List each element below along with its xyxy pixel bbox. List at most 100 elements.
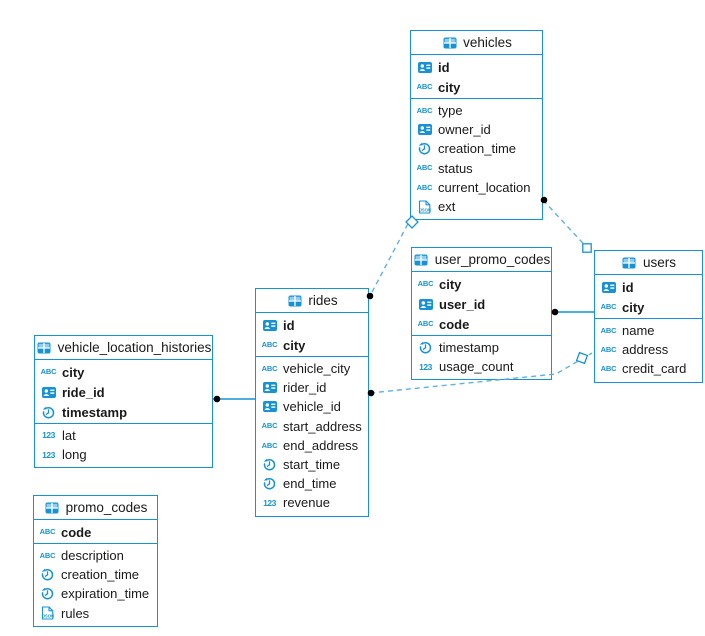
- column-row: ABC city: [35, 362, 212, 382]
- column-name: city: [283, 337, 306, 353]
- column-name: timestamp: [439, 340, 499, 356]
- column-name: start_address: [283, 418, 362, 434]
- table-node-user_promo_codes[interactable]: user_promo_codes ABC city user_id ABC co…: [411, 247, 552, 381]
- time-icon: [261, 477, 278, 491]
- number-icon: 123: [263, 497, 276, 508]
- uuid-icon: [416, 123, 433, 137]
- uuid-icon: [40, 385, 57, 399]
- text-icon: ABC: [40, 367, 57, 377]
- column-row: ABC status: [411, 159, 542, 178]
- table-node-promo_codes[interactable]: promo_codes ABC code ABC description cre…: [33, 495, 158, 627]
- time-icon: [39, 568, 56, 582]
- text-icon: ABC: [416, 82, 433, 92]
- column-row: ABC end_address: [256, 436, 368, 455]
- column-name: ext: [438, 199, 456, 215]
- text-icon: ABC: [416, 163, 433, 173]
- column-row: 123 long: [35, 445, 212, 464]
- number-icon: 123: [42, 449, 55, 460]
- text-icon: ABC: [417, 319, 434, 329]
- time-icon: [261, 458, 278, 472]
- table-title: vehicle_location_histories: [57, 339, 212, 355]
- relationship-user_promo_codes-users: [551, 308, 594, 316]
- number-icon: 123: [42, 430, 55, 441]
- column-name: city: [438, 79, 461, 95]
- column-name: code: [61, 524, 92, 540]
- text-icon: ABC: [261, 440, 278, 450]
- column-row: rider_id: [256, 378, 368, 397]
- pk-section: ABC city ride_id timestamp: [35, 360, 212, 424]
- table-node-rides[interactable]: rides id ABC city ABC vehicle_city rider…: [255, 288, 369, 517]
- table-node-vehicle_location_histories[interactable]: vehicle_location_histories ABC city ride…: [34, 335, 213, 469]
- column-name: usage_count: [439, 359, 514, 375]
- column-row: id: [595, 277, 702, 297]
- columns-section: timestamp 123 usage_count: [412, 336, 551, 379]
- table-icon: [286, 294, 303, 308]
- table-node-users[interactable]: users id ABC city ABC name ABC address A…: [594, 250, 703, 383]
- column-name: owner_id: [438, 122, 491, 138]
- time-icon: [39, 587, 56, 601]
- column-row: ride_id: [35, 382, 212, 402]
- table-title: rides: [308, 292, 338, 308]
- column-row: id: [256, 315, 368, 335]
- column-row: owner_id: [411, 120, 542, 139]
- column-row: expiration_time: [34, 584, 157, 603]
- table-header: vehicle_location_histories: [35, 336, 212, 360]
- column-row: ABC type: [411, 101, 542, 120]
- column-name: start_time: [283, 457, 341, 473]
- column-name: description: [61, 548, 124, 564]
- table-title: users: [642, 254, 676, 270]
- column-name: creation_time: [61, 567, 140, 583]
- column-name: ride_id: [62, 384, 105, 400]
- column-name: timestamp: [62, 404, 128, 420]
- column-row: start_time: [256, 455, 368, 474]
- dot-marker: [213, 395, 221, 403]
- table-icon: [413, 253, 430, 267]
- diamond-marker: [575, 351, 589, 365]
- table-icon: [36, 341, 53, 355]
- pk-section: ABC city user_id ABC code: [412, 272, 551, 336]
- column-row: JSON rules: [34, 604, 157, 623]
- column-name: name: [622, 323, 655, 339]
- column-name: rider_id: [283, 380, 327, 396]
- table-header: user_promo_codes: [412, 248, 551, 272]
- column-name: id: [622, 279, 634, 295]
- columns-section: ABC name ABC address ABC credit_card: [595, 319, 702, 382]
- table-header: users: [595, 251, 702, 275]
- column-name: current_location: [438, 179, 531, 195]
- column-name: revenue: [283, 495, 330, 511]
- uuid-icon: [417, 297, 434, 311]
- table-title: user_promo_codes: [434, 251, 551, 267]
- table-icon: [621, 256, 638, 270]
- text-icon: ABC: [261, 363, 278, 373]
- column-row: creation_time: [34, 565, 157, 584]
- column-row: ABC code: [34, 522, 157, 542]
- column-row: timestamp: [412, 338, 551, 357]
- uuid-icon: [416, 60, 433, 74]
- column-row: vehicle_id: [256, 397, 368, 416]
- table-node-vehicles[interactable]: vehicles id ABC city ABC type owner_id c…: [410, 30, 543, 221]
- uuid-icon: [600, 280, 617, 294]
- text-icon: ABC: [417, 279, 434, 289]
- table-icon: [441, 36, 458, 50]
- column-name: status: [438, 160, 473, 176]
- text-icon: ABC: [416, 105, 433, 115]
- json-icon: JSON: [39, 606, 56, 620]
- column-row: ABC city: [256, 335, 368, 355]
- column-name: vehicle_id: [283, 399, 341, 415]
- column-name: city: [622, 299, 645, 315]
- column-row: ABC address: [595, 340, 702, 359]
- time-icon: [40, 405, 57, 419]
- column-row: user_id: [412, 294, 551, 314]
- pk-section: ABC code: [34, 520, 157, 544]
- pk-section: id ABC city: [595, 275, 702, 319]
- column-row: ABC description: [34, 546, 157, 565]
- column-name: creation_time: [438, 141, 517, 157]
- number-icon: 123: [419, 361, 432, 372]
- table-header: promo_codes: [34, 496, 157, 520]
- column-row: ABC city: [412, 274, 551, 294]
- column-name: end_address: [283, 437, 359, 453]
- time-icon: [416, 142, 433, 156]
- table-header: rides: [256, 289, 368, 313]
- columns-section: ABC type owner_id creation_time ABC stat…: [411, 99, 542, 219]
- column-row: 123 usage_count: [412, 357, 551, 376]
